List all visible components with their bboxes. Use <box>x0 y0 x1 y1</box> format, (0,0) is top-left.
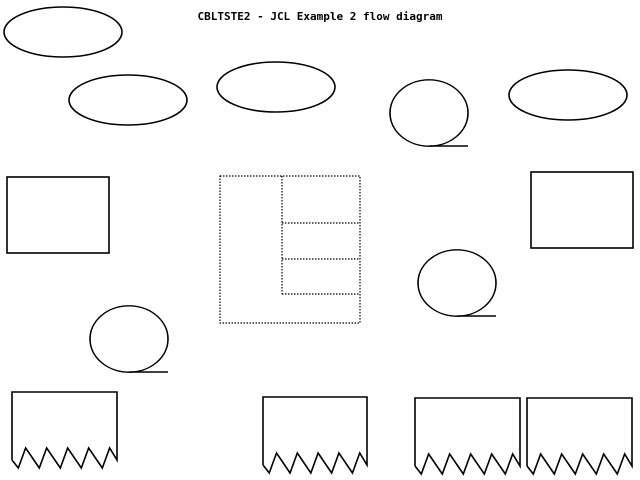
report-document-shape[interactable] <box>262 396 368 475</box>
terminator-ellipse[interactable] <box>3 6 123 58</box>
process-box[interactable] <box>530 171 634 249</box>
terminator-ellipse[interactable] <box>68 74 188 126</box>
terminator-ellipse[interactable] <box>216 61 336 113</box>
terminator-ellipse[interactable] <box>508 69 628 121</box>
sequential-tape-shape[interactable] <box>389 79 469 147</box>
report-document-shape[interactable] <box>526 397 633 476</box>
sequential-tape-shape[interactable] <box>417 249 497 317</box>
process-box[interactable] <box>6 176 110 254</box>
selected-group-container[interactable] <box>219 175 361 324</box>
report-document-shape[interactable] <box>414 397 521 476</box>
sequential-tape-shape[interactable] <box>89 305 169 373</box>
report-document-shape[interactable] <box>11 391 118 470</box>
diagram-title: CBLTSTE2 - JCL Example 2 flow diagram <box>197 10 443 23</box>
